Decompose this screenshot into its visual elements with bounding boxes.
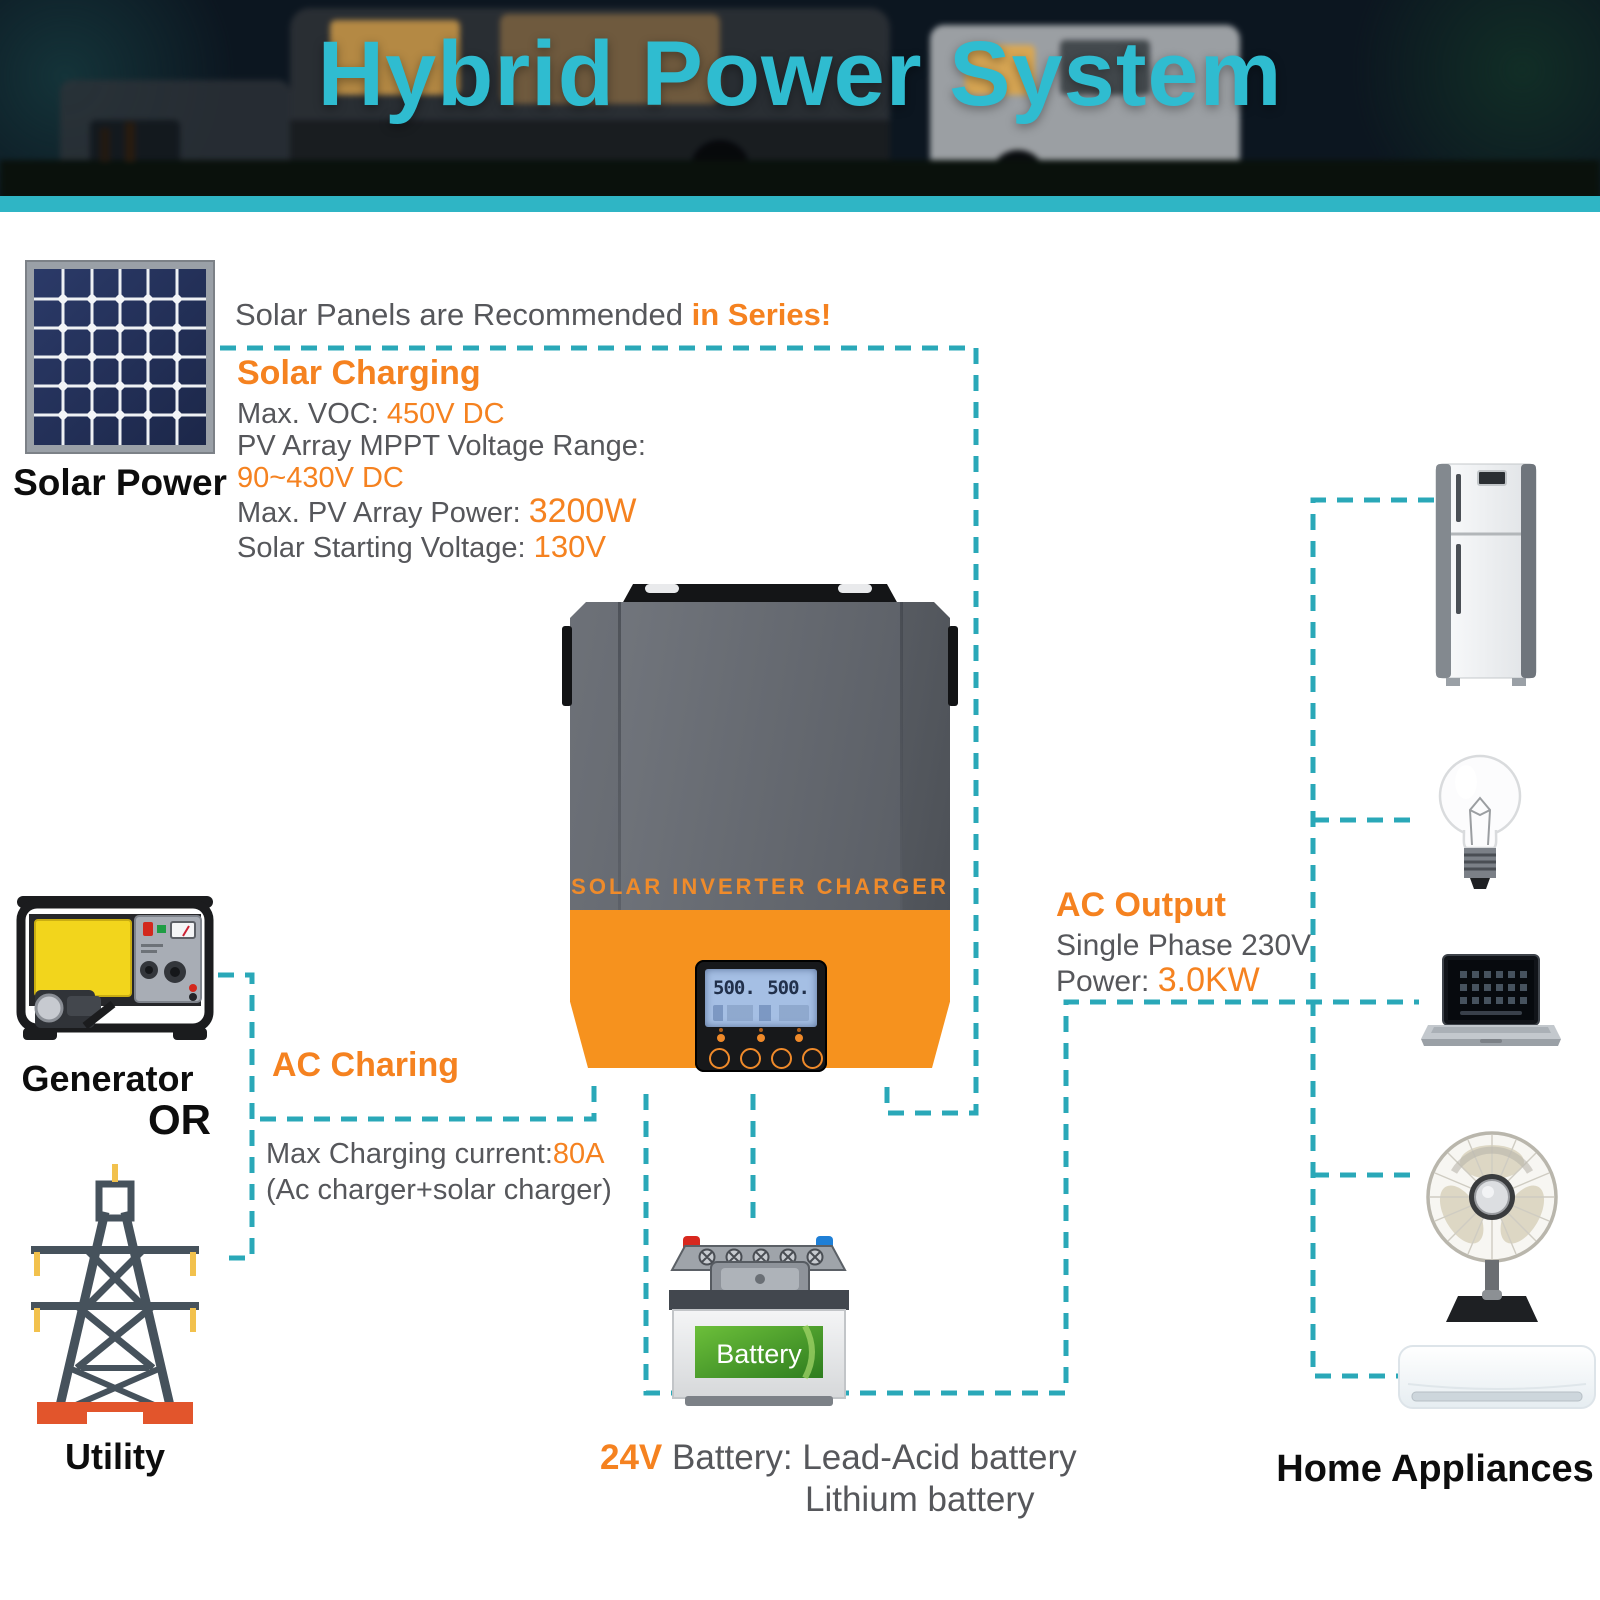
generator-icon xyxy=(16,896,214,1040)
or-label: OR xyxy=(148,1096,211,1143)
lcd-control-panel: 500. 500. xyxy=(695,960,827,1072)
up-button xyxy=(740,1048,761,1069)
generator-label: Generator xyxy=(21,1058,194,1099)
spec-mppt-label: PV Array MPPT Voltage Range: xyxy=(237,430,646,462)
ac-charging-heading: AC Charing xyxy=(272,1046,459,1084)
note-text: Solar Panels are Recommended xyxy=(235,297,692,332)
note-highlight: in Series! xyxy=(691,297,832,332)
table-fan-icon xyxy=(1426,1131,1558,1322)
spec-mppt-value: 90~430V DC xyxy=(237,462,404,494)
solar-power-label: Solar Power xyxy=(13,462,227,503)
lcd-screen: 500. 500. xyxy=(705,969,817,1027)
lcd-output-value: 500. xyxy=(767,977,810,999)
utility-label: Utility xyxy=(64,1436,165,1477)
inverter-front-panel xyxy=(618,602,902,912)
status-led xyxy=(717,1034,725,1042)
banner: Hybrid Power System xyxy=(0,0,1600,196)
device-name-text: SOLAR INVERTER CHARGER xyxy=(571,874,949,899)
ac-charging-line1: Max Charging current:80A xyxy=(266,1138,605,1170)
ac-charging-specs: Max Charging current:80A (Ac charger+sol… xyxy=(266,1136,612,1208)
battery-spec-text: 24V Battery: Lead-Acid battery Lithium b… xyxy=(600,1438,1100,1520)
solar-charging-heading: Solar Charging xyxy=(237,354,481,392)
side-tab xyxy=(562,626,572,706)
laptop-icon xyxy=(1421,954,1561,1046)
photo-shape xyxy=(100,128,110,162)
car-battery-icon: Battery xyxy=(669,1236,849,1406)
page-title: Hybrid Power System xyxy=(317,23,1283,125)
ac-output-heading: AC Output xyxy=(1056,886,1226,924)
refrigerator-icon xyxy=(1435,463,1537,686)
home-appliances-label: Home Appliances xyxy=(1276,1448,1594,1490)
battery-line1: 24V Battery: Lead-Acid battery xyxy=(600,1438,1077,1477)
spec-power: Max. PV Array Power: 3200W xyxy=(237,492,637,530)
ac-output-line1: Single Phase 230V xyxy=(1056,929,1312,962)
solar-panel-icon xyxy=(25,260,215,454)
ac-output-line2: Power: 3.0KW xyxy=(1056,961,1260,999)
photo-shape xyxy=(1060,40,1150,95)
panel-seam xyxy=(900,602,903,912)
photo-shape xyxy=(330,20,460,95)
photo-shape xyxy=(500,14,720,104)
spec-start: Solar Starting Voltage: 130V xyxy=(237,529,607,565)
ac-output-specs: Single Phase 230V Power: 3.0KW xyxy=(1056,928,1311,999)
battery-line2: Lithium battery xyxy=(805,1480,1035,1519)
air-conditioner-icon xyxy=(1398,1345,1596,1409)
enter-button xyxy=(802,1048,823,1069)
ac-charging-line2: (Ac charger+solar charger) xyxy=(266,1174,612,1206)
spec-voc: Max. VOC: 450V DC xyxy=(237,398,505,430)
panel-seam xyxy=(618,602,621,912)
status-led xyxy=(757,1034,765,1042)
light-bulb-icon xyxy=(1438,754,1522,889)
down-button xyxy=(771,1048,792,1069)
bracket-slot xyxy=(645,584,679,593)
photo-shape xyxy=(965,45,1035,95)
banner-divider-strip xyxy=(0,196,1600,212)
inverter-body: SOLAR INVERTER CHARGER xyxy=(570,602,950,912)
bracket-slot xyxy=(838,584,872,593)
photo-shape xyxy=(0,160,1600,196)
battery-tag-text: Battery xyxy=(716,1339,802,1369)
lcd-status-icons xyxy=(713,1005,809,1021)
status-led xyxy=(795,1034,803,1042)
inverter-image: SOLAR INVERTER CHARGER 500. 500. xyxy=(562,578,958,1088)
solar-series-note: Solar Panels are Recommended in Series! xyxy=(235,297,831,333)
esc-button xyxy=(709,1048,730,1069)
side-tab xyxy=(948,626,958,706)
utility-tower-icon xyxy=(31,1164,199,1424)
lcd-input-value: 500. xyxy=(713,977,756,999)
rv-campsite-night-photo xyxy=(0,0,1600,196)
photo-shape xyxy=(125,122,135,162)
mounting-bracket xyxy=(622,584,898,604)
solar-charging-specs: Max. VOC: 450V DC PV Array MPPT Voltage … xyxy=(237,398,797,564)
